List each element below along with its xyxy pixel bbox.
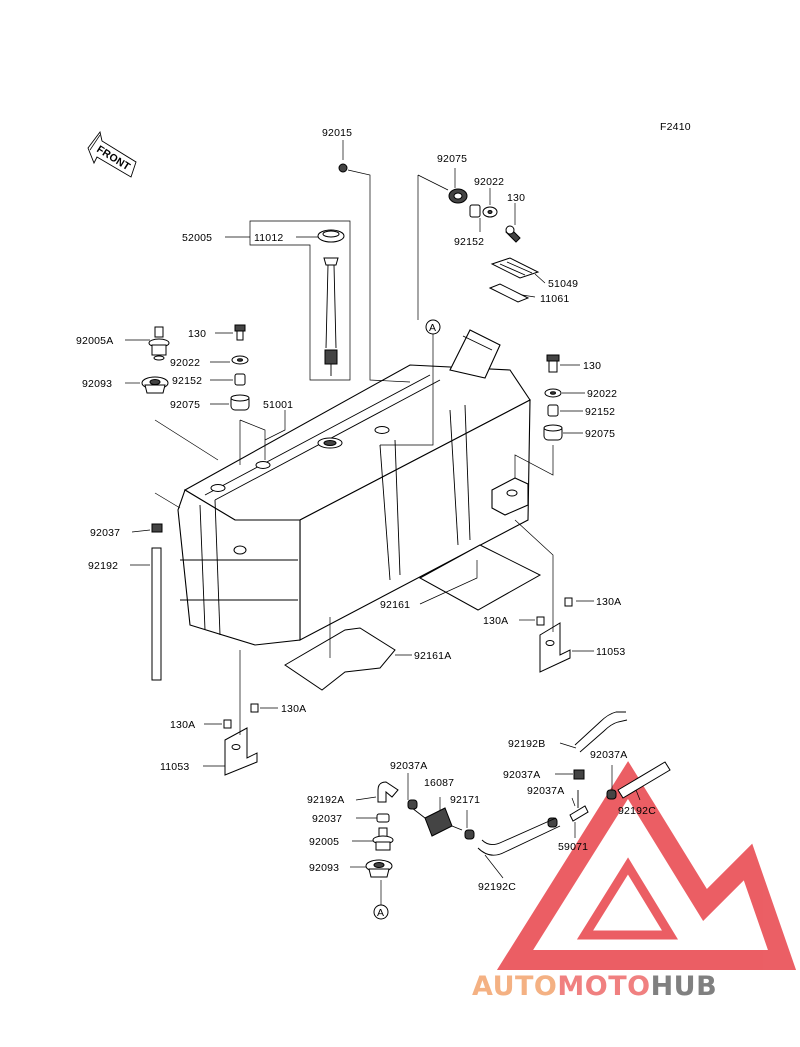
label-92152-right: 92152 — [585, 406, 615, 418]
group-bracket — [249, 220, 351, 381]
ref-mark-a-top: A — [425, 319, 441, 335]
label-130-top: 130 — [507, 192, 525, 204]
label-92152-top: 92152 — [454, 236, 484, 248]
label-92161A: 92161A — [414, 650, 451, 662]
svg-text:A: A — [377, 907, 384, 919]
label-92161: 92161 — [380, 599, 410, 611]
label-11053-left: 11053 — [160, 761, 189, 773]
leader-lines — [125, 140, 641, 905]
hardware-left — [141, 324, 250, 411]
svg-text:AUTOMOTOHUB: AUTOMOTOHUB — [472, 971, 717, 1002]
watermark-text-hub: HUB — [651, 971, 718, 1002]
label-92005: 92005 — [309, 836, 339, 848]
bracket-11053-right — [536, 597, 573, 673]
label-92015: 92015 — [322, 127, 352, 139]
label-92037A-2: 92037A — [503, 769, 540, 781]
label-92005A: 92005A — [76, 335, 113, 347]
front-arrow-icon: FRONT — [87, 130, 137, 178]
watermark-text-auto: AUTO — [472, 971, 557, 1002]
svg-text:A: A — [429, 322, 436, 334]
label-92192B: 92192B — [508, 738, 545, 750]
fuel-tank-51001 — [177, 329, 531, 646]
label-130-right: 130 — [583, 360, 601, 372]
label-92152-left: 92152 — [172, 375, 202, 387]
label-92075-left: 92075 — [170, 399, 200, 411]
label-92022-right: 92022 — [587, 388, 617, 400]
label-92171: 92171 — [450, 794, 480, 806]
label-92037-low: 92037 — [312, 813, 342, 825]
label-11012: 11012 — [254, 232, 283, 244]
label-59071: 59071 — [558, 841, 588, 853]
label-92022-left: 92022 — [170, 357, 200, 369]
label-130A-l1: 130A — [170, 719, 195, 731]
label-92037-left: 92037 — [90, 527, 120, 539]
pad-92161A — [284, 627, 396, 691]
part-labels: 92015 92075 92022 130 92152 52005 11012 … — [76, 127, 656, 893]
watermark-logo-icon — [496, 761, 797, 970]
label-92075-top: 92075 — [437, 153, 467, 165]
label-130-left: 130 — [188, 328, 206, 340]
label-11061: 11061 — [540, 293, 569, 305]
figure-code: F2410 — [660, 121, 691, 133]
fuel-line-assembly — [365, 711, 671, 878]
label-51049: 51049 — [548, 278, 578, 290]
label-92192C-1: 92192C — [618, 805, 656, 817]
label-51001: 51001 — [263, 399, 293, 411]
label-130A-r1: 130A — [483, 615, 508, 627]
label-92037A-3: 92037A — [527, 785, 564, 797]
label-92192C-2: 92192C — [478, 881, 516, 893]
label-92192A: 92192A — [307, 794, 344, 806]
label-16087: 16087 — [424, 777, 454, 789]
label-92093-left: 92093 — [82, 378, 112, 390]
label-92037A-1: 92037A — [590, 749, 627, 761]
ref-mark-a-bottom: A — [373, 904, 389, 920]
label-92022-top: 92022 — [474, 176, 504, 188]
label-11053-right: 11053 — [596, 646, 625, 658]
label-92093-low: 92093 — [309, 862, 339, 874]
label-92037A-4: 92037A — [390, 760, 427, 772]
hose-92192 — [151, 547, 162, 681]
label-130A-l2: 130A — [281, 703, 306, 715]
hardware-top — [338, 163, 540, 303]
fuel-gauge-sender — [317, 229, 345, 376]
pad-92161 — [418, 544, 542, 611]
clamp-92037 — [151, 523, 163, 533]
label-52005: 52005 — [182, 232, 212, 244]
watermark-text-moto: MOTO — [557, 971, 650, 1002]
label-92075-right: 92075 — [585, 428, 615, 440]
bracket-11053-left — [223, 703, 259, 776]
label-92192: 92192 — [88, 560, 118, 572]
hardware-right — [543, 354, 563, 441]
label-130A-r2: 130A — [596, 596, 621, 608]
